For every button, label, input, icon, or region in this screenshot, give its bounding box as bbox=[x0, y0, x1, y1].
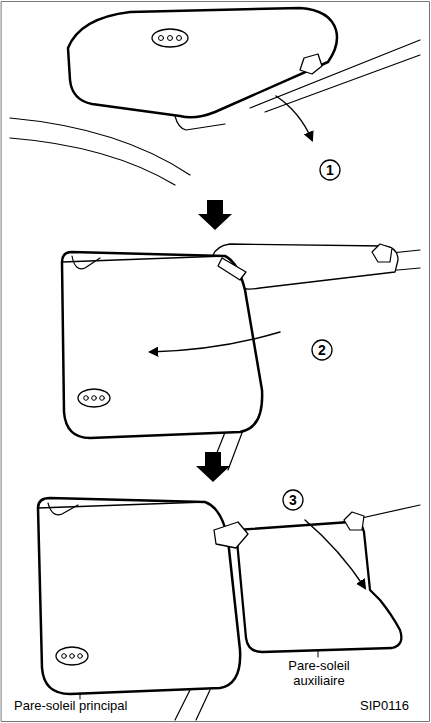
figure-code: SIP0116 bbox=[360, 699, 409, 714]
part-label: Pare-soleil principal bbox=[14, 699, 127, 714]
callout-circle bbox=[283, 490, 303, 510]
callout-circle bbox=[320, 160, 340, 180]
callout-number: 2 bbox=[318, 342, 326, 358]
part-label: Pare-soleil auxiliaire bbox=[274, 659, 364, 689]
callout-number: 3 bbox=[289, 492, 297, 508]
callout-number: 1 bbox=[326, 162, 334, 178]
callout-circle bbox=[312, 340, 332, 360]
